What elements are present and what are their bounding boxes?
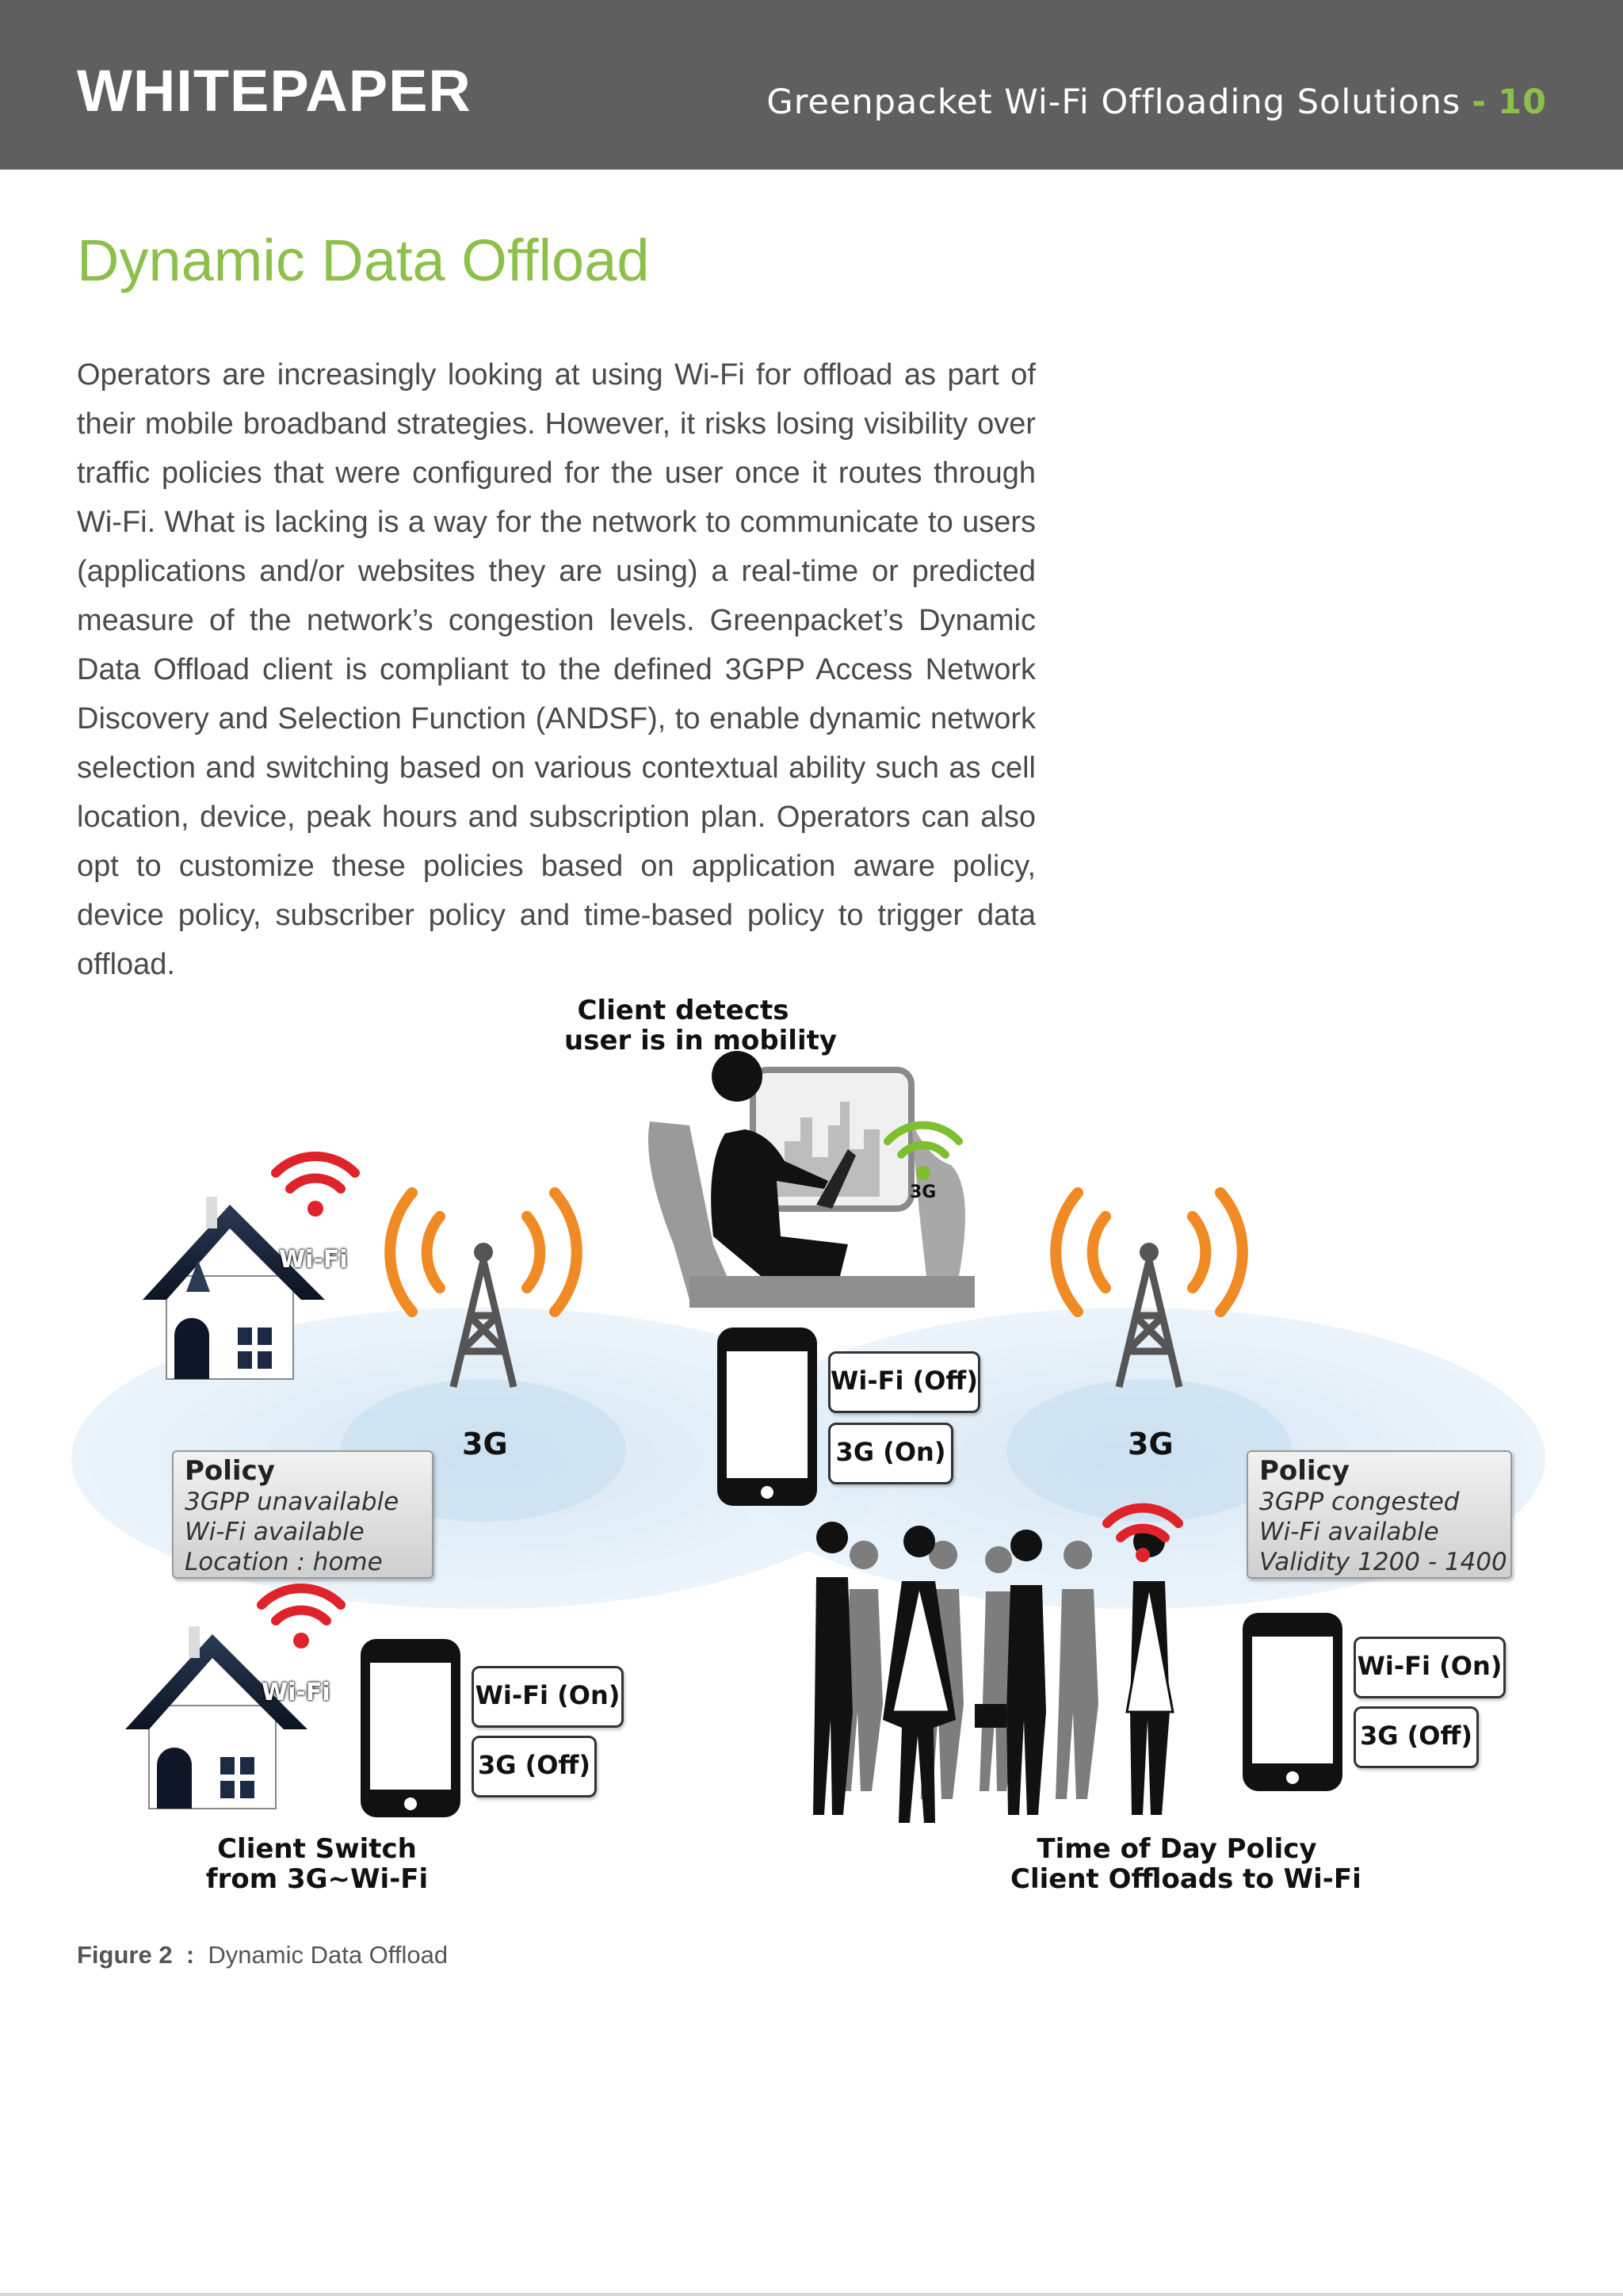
right-3g-off-bubble: 3G (Off) xyxy=(1354,1706,1479,1768)
offload-figure: Client detects user is in mobility 3G Wi… xyxy=(71,983,1545,1918)
bottom-rule xyxy=(0,2293,1623,2296)
page-number: 10 xyxy=(1498,82,1547,122)
house-bottom-icon xyxy=(125,1626,307,1809)
phone-left-icon xyxy=(361,1639,460,1817)
crowd-icon xyxy=(813,1522,1174,1823)
tower-left-label: 3G xyxy=(462,1427,508,1461)
page-header: WHITEPAPER Greenpacket Wi-Fi Offloading … xyxy=(0,0,1623,170)
left-wifi-on-bubble: Wi-Fi (On) xyxy=(472,1666,624,1728)
policy-right-heading: Policy xyxy=(1259,1455,1350,1487)
center-3g-on-bubble: 3G (On) xyxy=(828,1423,953,1484)
house-top-icon xyxy=(143,1197,325,1380)
figure-caption-sep: : xyxy=(185,1941,195,1969)
wifi-green-icon xyxy=(884,1121,963,1180)
passenger-train-icon xyxy=(648,1051,975,1308)
center-wifi-off-bubble: Wi-Fi (Off) xyxy=(828,1351,980,1413)
figure-caption-text: Dynamic Data Offload xyxy=(208,1941,449,1969)
tower-left-icon xyxy=(384,1187,582,1389)
wifi-crowd-icon xyxy=(1102,1503,1183,1562)
section-title: Dynamic Data Offload xyxy=(77,227,650,293)
figure-caption: Figure 2 : Dynamic Data Offload xyxy=(77,1941,448,1969)
title-separator: - xyxy=(1472,82,1487,122)
left-figure-caption: Client Switch from 3G~Wi-Fi xyxy=(205,1833,429,1895)
house-bottom-wifi-label: Wi-Fi xyxy=(262,1679,330,1706)
body-paragraph: Operators are increasingly looking at us… xyxy=(77,358,1036,981)
doc-title: Greenpacket Wi-Fi Offloading Solutions xyxy=(766,82,1461,122)
right-wifi-on-bubble: Wi-Fi (On) xyxy=(1354,1637,1506,1698)
tower-right-label: 3G xyxy=(1128,1427,1174,1461)
left-3g-off-bubble: 3G (Off) xyxy=(472,1736,597,1797)
right-figure-caption: Time of Day Policy Client Offloads to Wi… xyxy=(1010,1833,1361,1895)
policy-right-box: Policy 3GPP congested Wi-Fi available Va… xyxy=(1247,1450,1512,1579)
policy-left-heading: Policy xyxy=(185,1455,275,1487)
small-3g-label: 3G xyxy=(910,1182,937,1202)
wifi-bottom-left-icon xyxy=(257,1583,346,1648)
figure-caption-label: Figure 2 xyxy=(77,1941,173,1969)
phone-center-icon xyxy=(717,1328,817,1506)
house-top-wifi-label: Wi-Fi xyxy=(279,1246,348,1274)
top-label: Client detects user is in mobility xyxy=(564,995,838,1056)
phone-right-icon xyxy=(1243,1613,1342,1791)
brand-label: WHITEPAPER xyxy=(77,58,472,124)
wifi-top-icon xyxy=(271,1151,360,1217)
tower-right-icon xyxy=(1050,1187,1248,1389)
policy-left-box: Policy 3GPP unavailable Wi-Fi available … xyxy=(172,1450,433,1579)
header-doc-title: Greenpacket Wi-Fi Offloading Solutions-1… xyxy=(766,86,1547,120)
